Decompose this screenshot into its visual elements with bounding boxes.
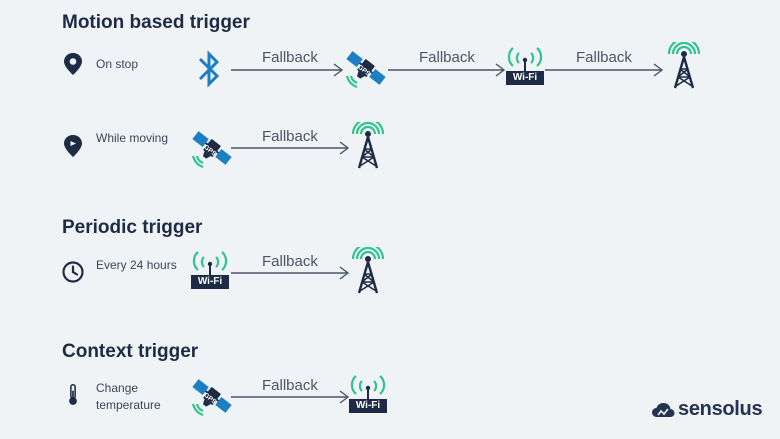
location-pin-icon — [64, 53, 82, 75]
section-title-context: Context trigger — [62, 341, 199, 362]
fallback-label: Fallback — [262, 253, 318, 270]
cell-tower-icon — [664, 42, 704, 90]
fallback-arrow — [388, 63, 506, 77]
section-title-periodic: Periodic trigger — [62, 217, 203, 238]
fallback-arrow — [231, 63, 344, 77]
cell-tower-icon — [348, 247, 388, 295]
row-label-on-stop: On stop — [96, 57, 139, 71]
wifi-signal-icon — [503, 46, 547, 72]
fallback-arrow — [231, 390, 350, 404]
bluetooth-icon — [198, 50, 220, 88]
brand-name: sensolus — [678, 398, 763, 420]
section-title-motion: Motion based trigger — [62, 12, 250, 33]
wifi-signal-icon — [346, 374, 390, 400]
wifi-router-icon: Wi-Fi — [188, 250, 232, 292]
clock-icon — [62, 261, 84, 283]
fallback-label: Fallback — [262, 128, 318, 145]
location-pin-icon — [64, 135, 82, 157]
wifi-router-icon: Wi-Fi — [503, 46, 547, 88]
fallback-label: Fallback — [262, 377, 318, 394]
gps-satellite-icon: GPS — [344, 46, 388, 90]
wifi-router-label: Wi-Fi — [349, 399, 387, 413]
fallback-label: Fallback — [576, 49, 632, 66]
cloud-logo-icon — [652, 402, 675, 417]
thermometer-icon — [69, 383, 77, 405]
wifi-router-label: Wi-Fi — [191, 275, 229, 289]
wifi-signal-icon — [188, 250, 232, 276]
fallback-label: Fallback — [262, 49, 318, 66]
gps-satellite-icon: GPS — [190, 126, 234, 170]
row-label-change-temperature: Change temperature — [96, 381, 161, 412]
wifi-router-label: Wi-Fi — [506, 71, 544, 85]
row-label-every-24-hours: Every 24 hours — [96, 258, 177, 272]
fallback-label: Fallback — [419, 49, 475, 66]
row-label-while-moving: While moving — [96, 131, 169, 145]
fallback-arrow — [231, 266, 350, 280]
brand-logo: sensolus — [651, 398, 763, 421]
fallback-arrow — [545, 63, 664, 77]
cell-tower-icon — [348, 122, 388, 170]
fallback-arrow — [231, 141, 350, 155]
gps-satellite-icon: GPS — [190, 374, 234, 418]
wifi-router-icon: Wi-Fi — [346, 374, 390, 416]
